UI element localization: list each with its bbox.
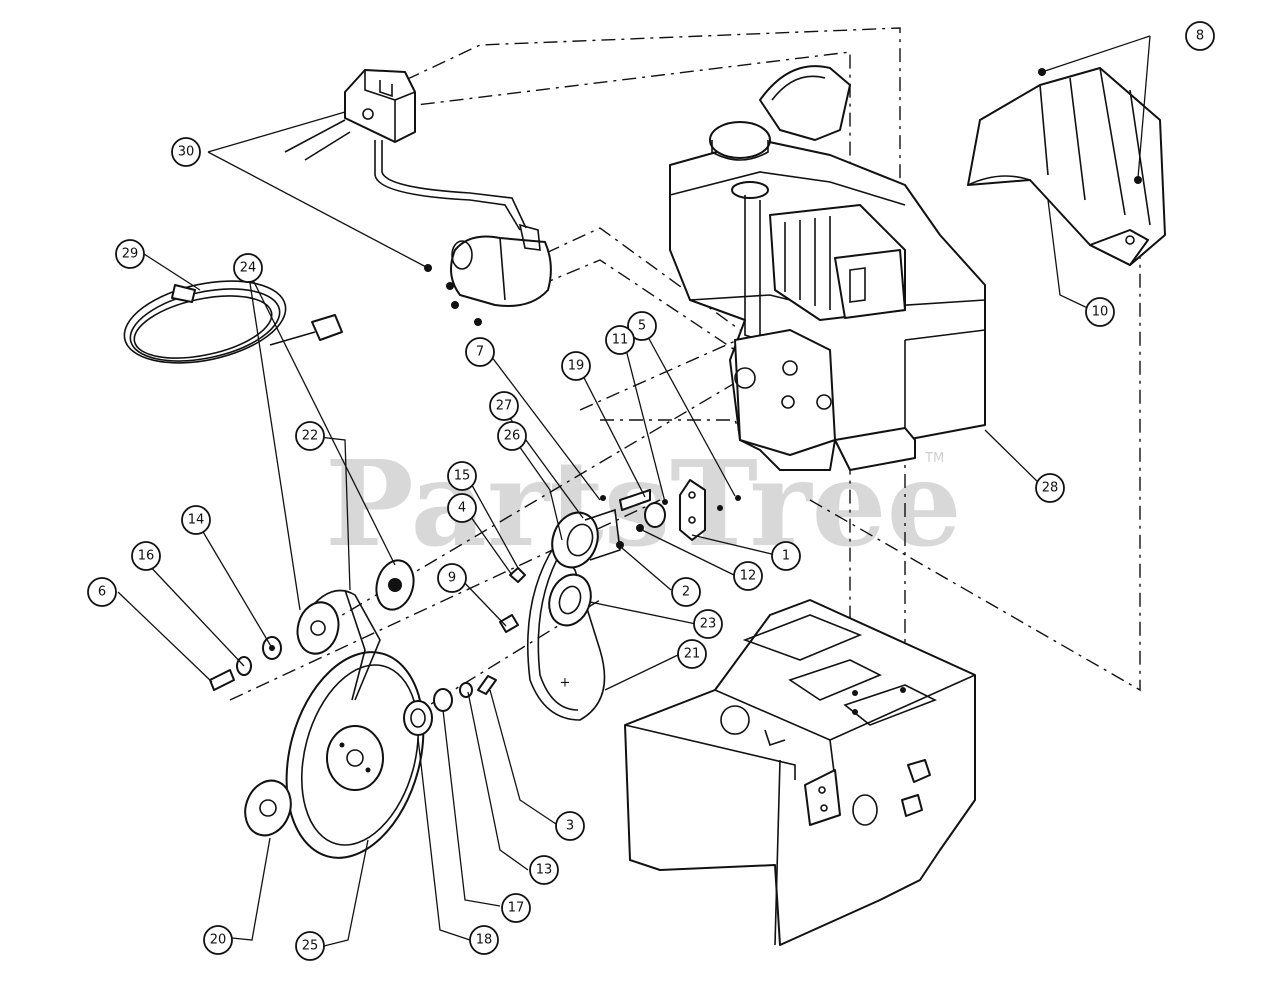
svg-text:17: 17 xyxy=(508,901,525,916)
svg-text:6: 6 xyxy=(98,585,106,600)
pulley-hub xyxy=(244,779,292,837)
callout-13: 13 xyxy=(529,855,559,885)
callout-23: 23 xyxy=(693,609,723,639)
callout-5: 5 xyxy=(627,311,657,341)
drive-belt: + xyxy=(527,543,606,721)
svg-text:3: 3 xyxy=(566,819,574,834)
callout-14: 14 xyxy=(181,505,211,535)
svg-text:10: 10 xyxy=(1092,305,1109,320)
callout-3: 3 xyxy=(555,811,585,841)
svg-text:19: 19 xyxy=(568,359,585,374)
callout-18: 18 xyxy=(469,925,499,955)
callout-25: 25 xyxy=(295,931,325,961)
svg-text:21: 21 xyxy=(684,647,701,662)
engine-shroud xyxy=(967,67,1166,266)
svg-text:2: 2 xyxy=(682,585,690,600)
svg-text:27: 27 xyxy=(496,399,513,414)
callout-4: 4 xyxy=(447,493,477,523)
svg-text:23: 23 xyxy=(700,617,717,632)
callout-11: 11 xyxy=(605,325,635,355)
callout-16: 16 xyxy=(131,541,161,571)
callout-6: 6 xyxy=(87,577,117,607)
svg-text:25: 25 xyxy=(302,939,319,954)
chassis-frame xyxy=(624,599,976,946)
svg-text:12: 12 xyxy=(740,569,757,584)
svg-text:30: 30 xyxy=(178,145,195,160)
callout-28: 28 xyxy=(1035,473,1065,503)
belt-center-mark: + xyxy=(560,676,571,691)
engine-pulleys xyxy=(548,508,621,627)
idler-pulleys xyxy=(296,559,415,655)
svg-text:22: 22 xyxy=(302,429,319,444)
callout-12: 12 xyxy=(733,561,763,591)
svg-text:11: 11 xyxy=(612,333,629,348)
svg-text:7: 7 xyxy=(476,345,484,360)
callout-10: 10 xyxy=(1085,297,1115,327)
engine xyxy=(669,65,986,471)
svg-text:28: 28 xyxy=(1042,481,1059,496)
svg-text:4: 4 xyxy=(458,501,466,516)
callout-1: 1 xyxy=(771,541,801,571)
callout-7: 7 xyxy=(465,337,495,367)
svg-text:24: 24 xyxy=(240,261,257,276)
electric-starter xyxy=(424,223,552,326)
svg-text:20: 20 xyxy=(210,933,227,948)
svg-text:29: 29 xyxy=(122,247,139,262)
svg-text:13: 13 xyxy=(536,863,553,878)
svg-text:15: 15 xyxy=(454,469,471,484)
callout-24: 24 xyxy=(233,253,263,283)
callout-15: 15 xyxy=(447,461,477,491)
callout-17: 17 xyxy=(501,893,531,923)
callout-9: 9 xyxy=(437,563,467,593)
extension-cord xyxy=(123,280,343,364)
callout-29: 29 xyxy=(115,239,145,269)
callout-22: 22 xyxy=(295,421,325,451)
callout-27: 27 xyxy=(489,391,519,421)
callouts: 1 2 3 4 5 6 7 8 9 10 11 12 13 14 15 16 1… xyxy=(87,21,1215,961)
auger-pulley xyxy=(285,651,425,859)
callout-8: 8 xyxy=(1185,21,1215,51)
callout-26: 26 xyxy=(497,421,527,451)
callout-21: 21 xyxy=(677,639,707,669)
callout-2: 2 xyxy=(671,577,701,607)
callout-19: 19 xyxy=(561,351,591,381)
watermark-trademark: TM xyxy=(924,451,944,466)
svg-text:18: 18 xyxy=(476,933,493,948)
svg-text:1: 1 xyxy=(782,549,790,564)
svg-text:5: 5 xyxy=(638,319,646,334)
switch-box xyxy=(284,69,527,231)
svg-text:26: 26 xyxy=(504,429,521,444)
svg-text:8: 8 xyxy=(1196,29,1204,44)
svg-text:14: 14 xyxy=(188,513,205,528)
svg-text:16: 16 xyxy=(138,549,155,564)
callout-20: 20 xyxy=(203,925,233,955)
svg-text:9: 9 xyxy=(448,571,456,586)
washers-right xyxy=(403,675,497,736)
callout-30: 30 xyxy=(171,137,201,167)
bracket-hardware xyxy=(499,479,741,633)
